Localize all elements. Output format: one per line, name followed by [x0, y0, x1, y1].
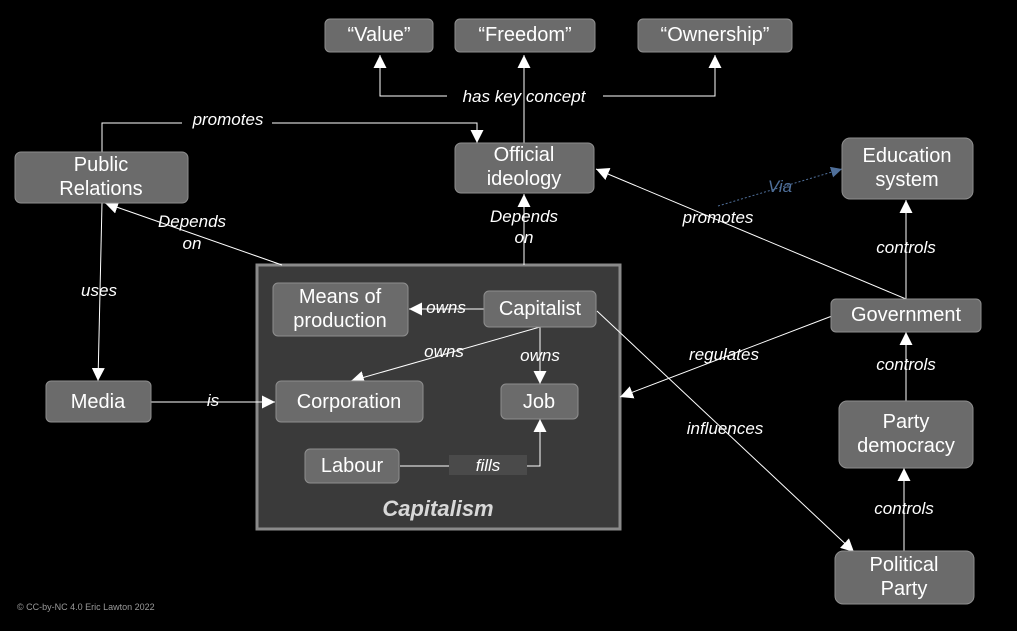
node-education-system-line2: system [875, 169, 938, 191]
node-means-of-production: Means of production [272, 282, 409, 337]
edge-label-depends-on-ideology-1: Depends [490, 207, 559, 226]
node-labour-label: Labour [321, 455, 384, 477]
node-party-democracy: Party democracy [838, 400, 974, 469]
edge-label-has-key-concept: has key concept [463, 87, 587, 106]
node-political-party-line1: Political [870, 554, 939, 576]
edge-pr-promotes [101, 122, 484, 152]
node-education-system: Education system [841, 137, 974, 200]
edge-uses [91, 202, 105, 382]
edge-via [717, 166, 843, 207]
credit-text: © CC-by-NC 4.0 Eric Lawton 2022 [17, 602, 155, 612]
edge-label-controls-party-democracy: controls [874, 499, 934, 518]
edge-depends-on-pr [104, 201, 283, 266]
node-value-label: “Value” [348, 24, 411, 46]
node-capitalist: Capitalist [483, 290, 597, 328]
node-official-ideology: Official ideology [454, 142, 595, 194]
fills-label-background [449, 455, 527, 475]
node-freedom-label: “Freedom” [478, 24, 571, 46]
node-labour: Labour [304, 448, 400, 484]
edge-gov-promotes [595, 168, 907, 300]
edge-label-regulates: regulates [689, 345, 759, 364]
node-corporation-label: Corporation [297, 391, 402, 413]
node-official-ideology-line2: ideology [487, 168, 562, 190]
node-freedom: “Freedom” [454, 18, 596, 53]
node-government-label: Government [851, 304, 961, 326]
edge-label-depends-on-pr-2: on [183, 234, 202, 253]
edge-label-depends-on-ideology-2: on [515, 228, 534, 247]
node-job: Job [500, 383, 579, 420]
edge-label-is: is [207, 391, 220, 410]
node-value: “Value” [324, 18, 434, 53]
edge-label-uses: uses [81, 281, 117, 300]
node-party-democracy-line2: democracy [857, 435, 955, 457]
edge-label-controls-education: controls [876, 238, 936, 257]
edge-label-influences: influences [687, 419, 764, 438]
edge-owns-corporation [350, 326, 541, 384]
edge-label-owns-job: owns [520, 346, 560, 365]
node-political-party: Political Party [834, 550, 975, 605]
node-party-democracy-line1: Party [883, 411, 930, 433]
node-political-party-line2: Party [881, 578, 928, 600]
node-ownership-label: “Ownership” [661, 24, 770, 46]
node-official-ideology-line1: Official [494, 144, 555, 166]
edge-label-controls-gov: controls [876, 355, 936, 374]
edge-label-gov-promotes: promotes [682, 208, 754, 227]
edge-regulates [619, 315, 833, 399]
edge-fills [400, 419, 547, 467]
node-government: Government [830, 298, 982, 333]
node-public-relations-line2: Relations [59, 178, 142, 200]
edge-influences [596, 310, 855, 553]
node-education-system-line1: Education [863, 145, 952, 167]
edge-label-via: Via [768, 177, 792, 196]
node-means-of-production-line1: Means of [299, 286, 382, 308]
node-media-label: Media [71, 391, 126, 413]
node-public-relations-line1: Public [74, 154, 128, 176]
node-means-of-production-line2: production [293, 310, 386, 332]
edge-label-depends-on-pr-1: Depends [158, 212, 227, 231]
edge-label-pr-promotes: promotes [192, 110, 264, 129]
node-ownership: “Ownership” [637, 18, 793, 53]
node-capitalist-label: Capitalist [499, 298, 582, 320]
edge-label-owns-corporation: owns [424, 342, 464, 361]
node-corporation: Corporation [275, 380, 424, 423]
edge-label-owns-means: owns [426, 298, 466, 317]
capitalism-title: Capitalism [382, 496, 493, 521]
node-media: Media [45, 380, 152, 423]
edge-has-key-concept [373, 55, 722, 143]
node-job-label: Job [523, 391, 555, 413]
edge-label-fills: fills [476, 456, 501, 475]
node-public-relations: Public Relations [14, 151, 189, 204]
